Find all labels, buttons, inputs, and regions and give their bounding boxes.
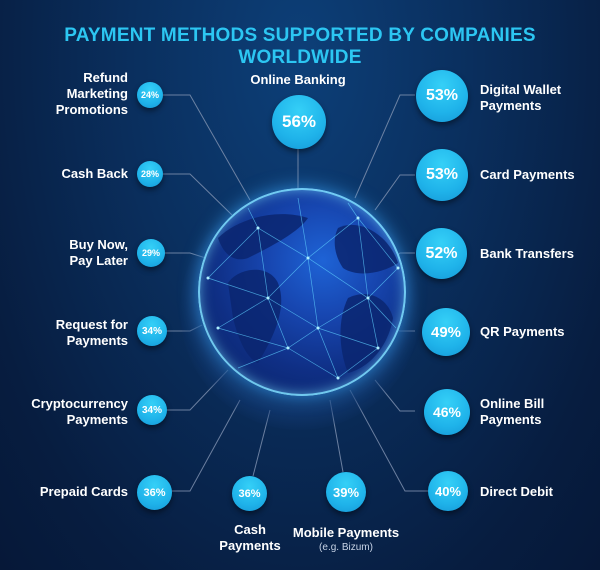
- label-cash-back: Cash Back: [61, 166, 128, 181]
- bubble-refund-marketing-promotions: 24%: [137, 82, 163, 108]
- label-line: Refund: [83, 70, 128, 85]
- label-qr-payments: QR Payments: [480, 324, 565, 339]
- bubble-cryptocurrency-payments: 34%: [137, 395, 167, 425]
- label-buy-now-pay-later: Buy Now, Pay Later: [69, 237, 128, 269]
- bubble-request-for-payments: 34%: [137, 316, 167, 346]
- label-cryptocurrency-payments: Cryptocurrency Payments: [31, 396, 128, 428]
- bubble-online-banking: 56%: [272, 95, 326, 149]
- label-refund-marketing-promotions: Refund Marketing Promotions: [56, 70, 128, 118]
- bubble-direct-debit: 40%: [428, 471, 468, 511]
- label-line: Payments: [480, 412, 542, 427]
- bubble-card-payments: 53%: [416, 149, 468, 201]
- label-line: Promotions: [55, 102, 128, 117]
- label-line: Payments: [219, 538, 281, 553]
- label-line: Request for: [55, 317, 128, 332]
- label-online-bill-payments: Online Bill Payments: [480, 396, 544, 428]
- bubble-mobile-payments: 39%: [326, 472, 366, 512]
- bubble-digital-wallet-payments: 53%: [416, 70, 468, 122]
- label-direct-debit: Direct Debit: [480, 484, 553, 499]
- label-line: Online Bill: [480, 396, 545, 411]
- bubble-online-bill-payments: 46%: [424, 389, 470, 435]
- label-line: Buy Now,: [69, 237, 128, 252]
- label-line: Digital Wallet: [480, 82, 562, 97]
- label-request-for-payments: Request for Payments: [56, 317, 128, 349]
- label-digital-wallet-payments: Digital Wallet Payments: [480, 82, 561, 114]
- label-bank-transfers: Bank Transfers: [480, 246, 574, 261]
- label-mobile-payments: Mobile Payments: [292, 525, 400, 540]
- label-online-banking: Online Banking: [250, 72, 346, 87]
- page-title: PAYMENT METHODS SUPPORTED BY COMPANIES W…: [64, 25, 536, 68]
- bubble-qr-payments: 49%: [422, 308, 470, 356]
- bubble-buy-now-pay-later: 29%: [137, 239, 165, 267]
- label-line: Payments: [66, 412, 128, 427]
- label-line: Cryptocurrency: [31, 396, 128, 411]
- label-prepaid-cards: Prepaid Cards: [39, 484, 128, 499]
- label-line: Payments: [480, 98, 542, 113]
- label-cash-payments: Cash Payments: [210, 522, 290, 554]
- bubble-cash-payments: 36%: [232, 476, 267, 511]
- label-mobile-payments-example: (e.g. Bizum): [319, 542, 373, 553]
- bubble-cash-back: 28%: [137, 161, 163, 187]
- label-line: Payments: [66, 333, 128, 348]
- label-line: Marketing: [66, 86, 128, 101]
- globe-icon: [198, 188, 406, 396]
- label-line: Cash: [234, 522, 266, 537]
- label-card-payments: Card Payments: [480, 167, 575, 182]
- bubble-bank-transfers: 52%: [416, 228, 467, 279]
- bubble-prepaid-cards: 36%: [137, 475, 172, 510]
- label-line: Pay Later: [69, 253, 128, 268]
